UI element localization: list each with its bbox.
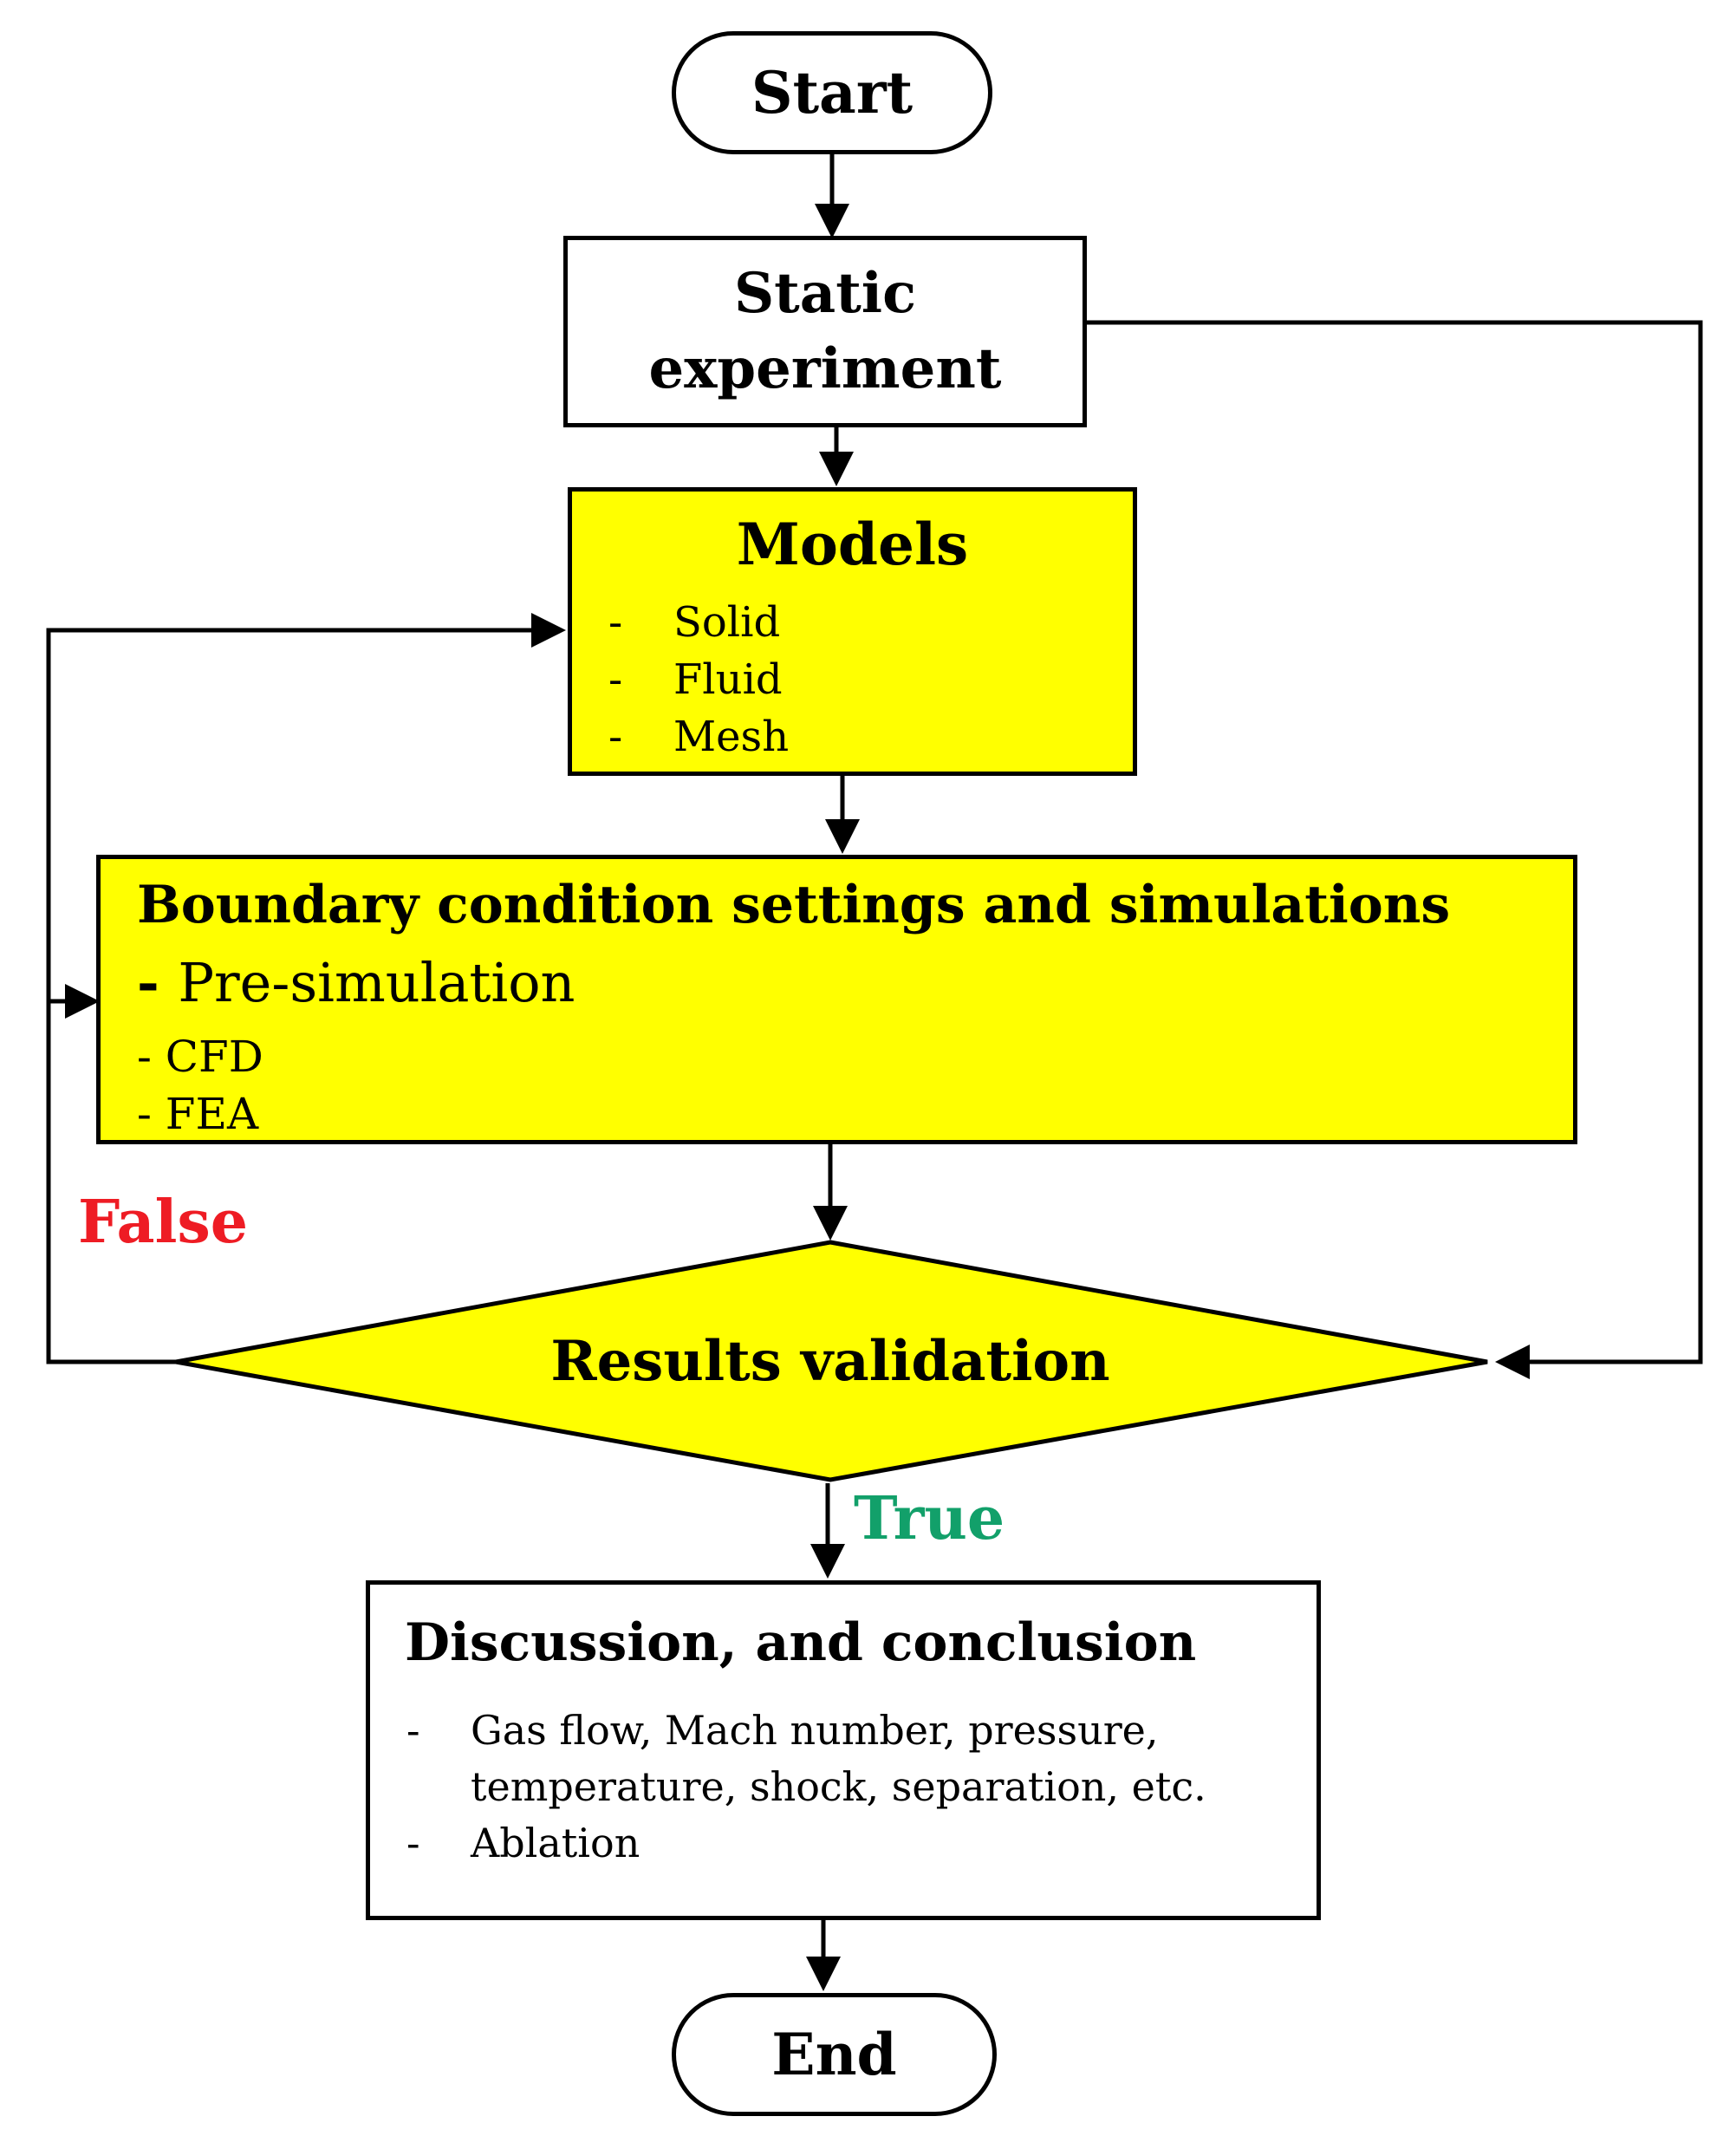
- list-dash: -: [608, 598, 623, 647]
- start-label: Start: [751, 59, 914, 127]
- static-experiment-line1: Static: [733, 261, 917, 327]
- discussion-item-text: Ablation: [471, 1820, 640, 1866]
- boundary-title: Boundary condition settings and simulati…: [137, 875, 1451, 935]
- list-dash: -: [406, 1707, 420, 1754]
- end-label: End: [771, 2021, 897, 2088]
- discussion-item: - Gas flow, Mach number, pressure, tempe…: [406, 1703, 1273, 1815]
- decision-label: Results validation: [550, 1329, 1110, 1394]
- arrow-false-loop-to-models: [46, 613, 566, 1364]
- models-list: - Solid - Fluid - Mesh: [608, 594, 789, 765]
- boundary-conditions-box: Boundary condition settings and simulati…: [96, 855, 1577, 1144]
- pre-simulation-label: Pre-simulation: [178, 951, 575, 1014]
- models-item: - Mesh: [608, 708, 789, 765]
- models-title: Models: [736, 511, 969, 578]
- list-dash: -: [608, 713, 623, 761]
- false-branch-label: False: [78, 1188, 248, 1257]
- arrow-static-bypass-to-decision: [1087, 320, 1703, 1379]
- static-experiment-line2: experiment: [648, 335, 1002, 401]
- models-item: - Solid: [608, 594, 789, 651]
- list-dash: -: [406, 1820, 420, 1866]
- true-branch-label: True: [854, 1484, 1005, 1553]
- list-dash: -: [608, 655, 623, 704]
- static-experiment-text: Static experiment: [649, 257, 1002, 407]
- decision-diamond-shape: [175, 1240, 1488, 1482]
- discussion-list: - Gas flow, Mach number, pressure, tempe…: [406, 1703, 1273, 1872]
- pre-simulation-dash: -: [137, 951, 179, 1014]
- start-terminal: Start: [672, 31, 992, 154]
- models-item-text: Solid: [673, 598, 781, 647]
- models-item-text: Fluid: [673, 655, 783, 704]
- boundary-item-cfd: - CFD: [137, 1032, 263, 1082]
- discussion-item-text: Gas flow, Mach number, pressure, tempera…: [471, 1707, 1206, 1810]
- static-experiment-box: Static experiment: [563, 236, 1087, 427]
- models-box: Models - Solid - Fluid - Mesh: [568, 487, 1137, 776]
- models-item: - Fluid: [608, 651, 789, 708]
- models-item-text: Mesh: [673, 713, 790, 761]
- pre-simulation-line: - Pre-simulation: [137, 949, 575, 1017]
- boundary-item-fea: - FEA: [137, 1089, 259, 1139]
- discussion-title: Discussion, and conclusion: [405, 1612, 1197, 1673]
- end-terminal: End: [672, 1993, 997, 2116]
- discussion-item: - Ablation: [406, 1815, 1273, 1872]
- discussion-box: Discussion, and conclusion - Gas flow, M…: [366, 1580, 1321, 1920]
